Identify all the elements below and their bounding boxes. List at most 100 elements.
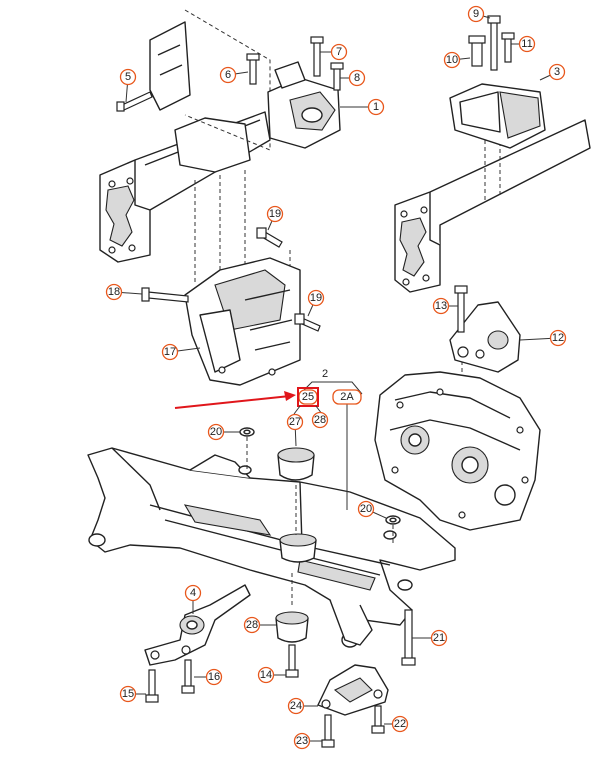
callout-circle bbox=[266, 205, 284, 223]
callout-number: 3 bbox=[554, 66, 560, 78]
bolt-13 bbox=[454, 285, 468, 333]
bracket-12 bbox=[449, 301, 521, 373]
callout-circle bbox=[518, 35, 536, 53]
callout-3: 3 bbox=[539, 63, 566, 81]
callout-6: 6 bbox=[219, 66, 249, 84]
callout-circle bbox=[549, 329, 567, 347]
callout-17: 17 bbox=[161, 343, 201, 361]
alignment-lines-left bbox=[184, 9, 291, 300]
callout-circle bbox=[243, 616, 261, 634]
callout-number: 5 bbox=[125, 71, 131, 83]
callout-circle bbox=[367, 98, 385, 116]
callout-circle bbox=[257, 666, 275, 684]
callout-19a: 19 bbox=[266, 205, 284, 231]
callout-4: 4 bbox=[184, 584, 202, 614]
group-label-2a: 2A bbox=[332, 389, 362, 405]
left-chassis-rail bbox=[99, 21, 271, 263]
bolt-7 bbox=[310, 36, 324, 77]
callout-number: 17 bbox=[164, 346, 176, 358]
callout-number: 1 bbox=[373, 101, 379, 113]
callout-5: 5 bbox=[119, 68, 137, 103]
bolt-21 bbox=[401, 609, 416, 666]
callout-circle bbox=[330, 43, 348, 61]
callout-12: 12 bbox=[519, 329, 567, 347]
callout-circle bbox=[443, 51, 461, 69]
callout-number: 28 bbox=[246, 619, 258, 631]
callout-number: 22 bbox=[394, 718, 406, 730]
callout-circle bbox=[548, 63, 566, 81]
callout-21: 21 bbox=[412, 629, 448, 647]
callout-19b: 19 bbox=[307, 289, 325, 317]
callout-circle bbox=[161, 343, 179, 361]
callout-20b: 20 bbox=[357, 500, 387, 519]
washer-20-left bbox=[239, 427, 255, 437]
label-2a: 2A bbox=[340, 391, 354, 403]
label-2: 2 bbox=[322, 368, 328, 380]
callout-circle bbox=[357, 500, 375, 518]
callout-13: 13 bbox=[432, 297, 458, 315]
callout-circle bbox=[467, 5, 485, 23]
torque-arm-4 bbox=[144, 584, 251, 666]
callout-circle bbox=[119, 68, 137, 86]
callout-circle bbox=[286, 413, 304, 431]
subframe-2 bbox=[87, 447, 456, 648]
callout-circle bbox=[287, 697, 305, 715]
highlight-box bbox=[297, 387, 319, 407]
callout-number: 4 bbox=[190, 587, 196, 599]
callout-number: 9 bbox=[473, 8, 479, 20]
callout-circle bbox=[430, 629, 448, 647]
bolt-19-upper bbox=[256, 227, 283, 248]
bolt-19-lower bbox=[294, 313, 321, 332]
callout-circle bbox=[391, 715, 409, 733]
label-25: 25 bbox=[302, 391, 314, 403]
callout-7: 7 bbox=[320, 43, 348, 61]
callout-number: 11 bbox=[521, 38, 532, 50]
highlight-arrow bbox=[174, 391, 296, 409]
callout-10: 10 bbox=[443, 51, 471, 69]
callout-14: 14 bbox=[257, 666, 286, 684]
callout-number: 20 bbox=[360, 503, 372, 515]
bushing-28-lower bbox=[275, 611, 309, 643]
label-2a-box bbox=[332, 389, 362, 405]
bolt-6 bbox=[246, 53, 260, 85]
washer-20-right bbox=[385, 515, 401, 525]
callout-number: 24 bbox=[290, 700, 302, 712]
alignment-lines-subframe bbox=[246, 437, 394, 605]
callout-number: 16 bbox=[208, 671, 220, 683]
callout-circle bbox=[432, 297, 450, 315]
callout-layer: 9 11 10 3 7 5 6 8 1 19 18 19 17 13 12 20 27 28 20 4 28 21 14 16… bbox=[105, 5, 567, 750]
callout-number: 10 bbox=[446, 54, 458, 66]
callout-28a: 28 bbox=[311, 411, 329, 429]
callout-15: 15 bbox=[119, 685, 146, 703]
gearbox-housing bbox=[374, 371, 541, 531]
callout-number: 27 bbox=[289, 416, 301, 428]
bolt-5 bbox=[116, 91, 153, 112]
bracket-17 bbox=[184, 257, 301, 386]
callout-9: 9 bbox=[467, 5, 491, 23]
callout-28b: 28 bbox=[243, 616, 276, 634]
callout-number: 15 bbox=[122, 688, 134, 700]
callout-number: 18 bbox=[108, 286, 120, 298]
callout-number: 19 bbox=[310, 292, 322, 304]
callout-circle bbox=[348, 69, 366, 87]
bolt-10 bbox=[468, 35, 486, 67]
callout-circle bbox=[205, 668, 223, 686]
callout-number: 7 bbox=[336, 46, 342, 58]
callout-number: 21 bbox=[433, 632, 445, 644]
callout-number: 20 bbox=[210, 426, 222, 438]
callout-23: 23 bbox=[293, 732, 322, 750]
callout-number: 6 bbox=[225, 69, 231, 81]
callout-8: 8 bbox=[340, 69, 366, 87]
callout-circle bbox=[119, 685, 137, 703]
callout-circle bbox=[207, 423, 225, 441]
right-chassis-rail bbox=[394, 119, 591, 293]
callout-circle bbox=[184, 584, 202, 602]
callout-24: 24 bbox=[287, 697, 318, 715]
callout-number: 14 bbox=[260, 669, 272, 681]
bolt-11 bbox=[501, 32, 515, 63]
callout-11: 11 bbox=[511, 35, 536, 53]
callout-number: 13 bbox=[435, 300, 447, 312]
callout-1: 1 bbox=[340, 98, 385, 116]
callout-number: 23 bbox=[296, 735, 308, 747]
